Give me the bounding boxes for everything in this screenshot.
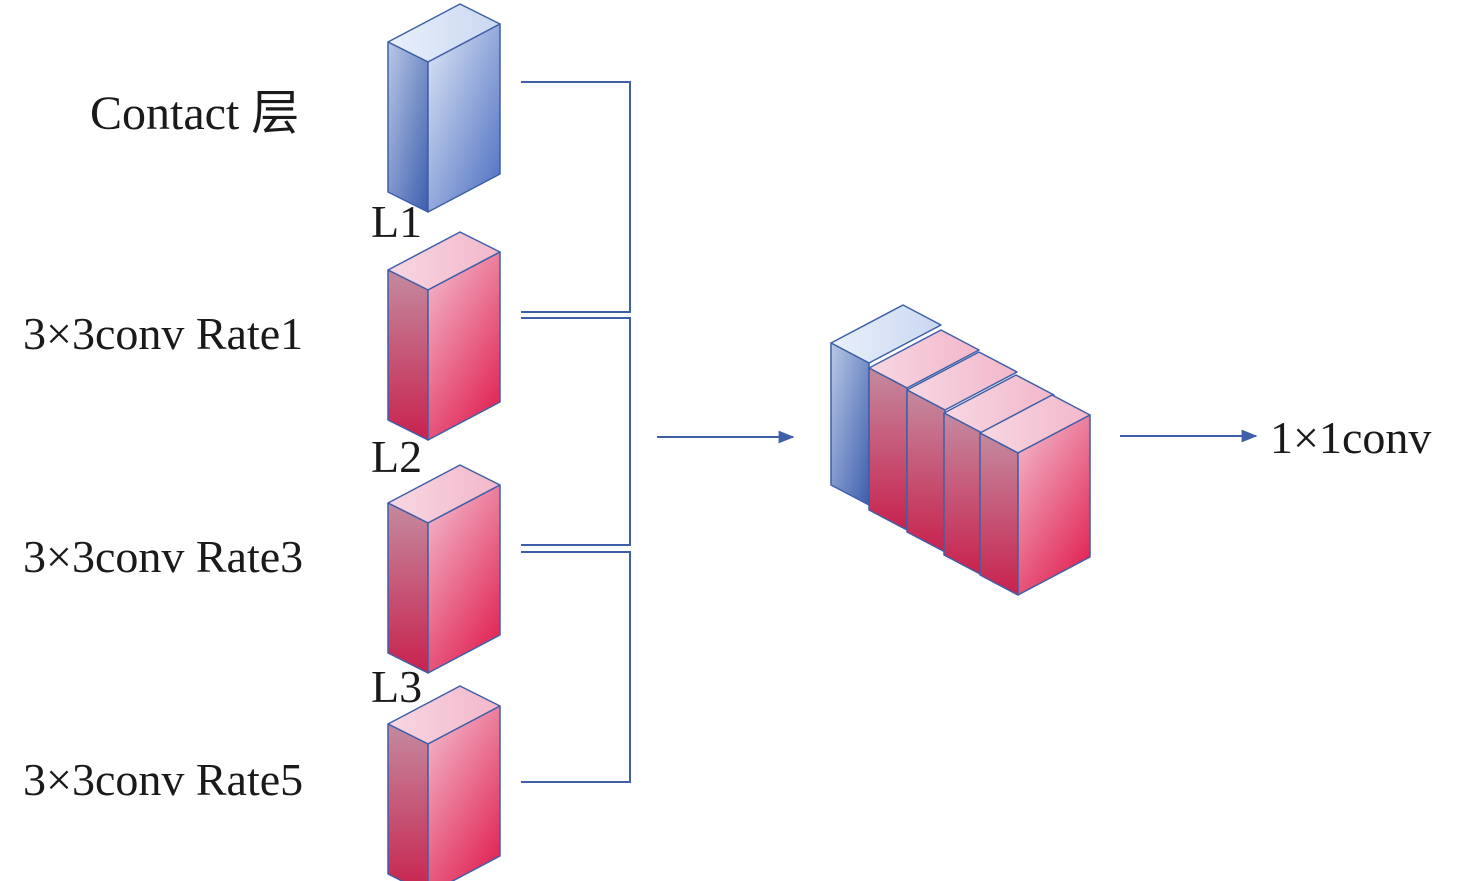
connector-contact-rate1	[521, 81, 631, 313]
connector-rate1-rate3	[521, 317, 631, 546]
block-rate5	[387, 685, 501, 881]
concatenated-feature-stack	[830, 304, 1091, 596]
label-rate5: 3×3conv Rate5	[23, 754, 303, 805]
input-blocks	[387, 3, 501, 881]
block-rate1	[387, 231, 501, 441]
label-rate1: 3×3conv Rate1	[23, 308, 303, 359]
label-l2: L2	[371, 431, 422, 482]
stack-slab-4	[979, 394, 1091, 596]
stack-slab-contact	[830, 304, 942, 506]
label-rate3: 3×3conv Rate3	[23, 531, 303, 582]
label-output-conv: 1×1conv	[1270, 412, 1431, 463]
block-contact	[387, 3, 501, 213]
stack-slab-2	[906, 351, 1018, 553]
label-l3: L3	[371, 661, 422, 712]
stack-slab-3	[943, 374, 1055, 576]
connector-rate3-rate5	[521, 551, 631, 783]
label-l1: L1	[371, 196, 422, 247]
connector-lines	[521, 81, 631, 783]
label-contact-layer: Contact 层	[90, 87, 299, 140]
block-rate3	[387, 464, 501, 674]
